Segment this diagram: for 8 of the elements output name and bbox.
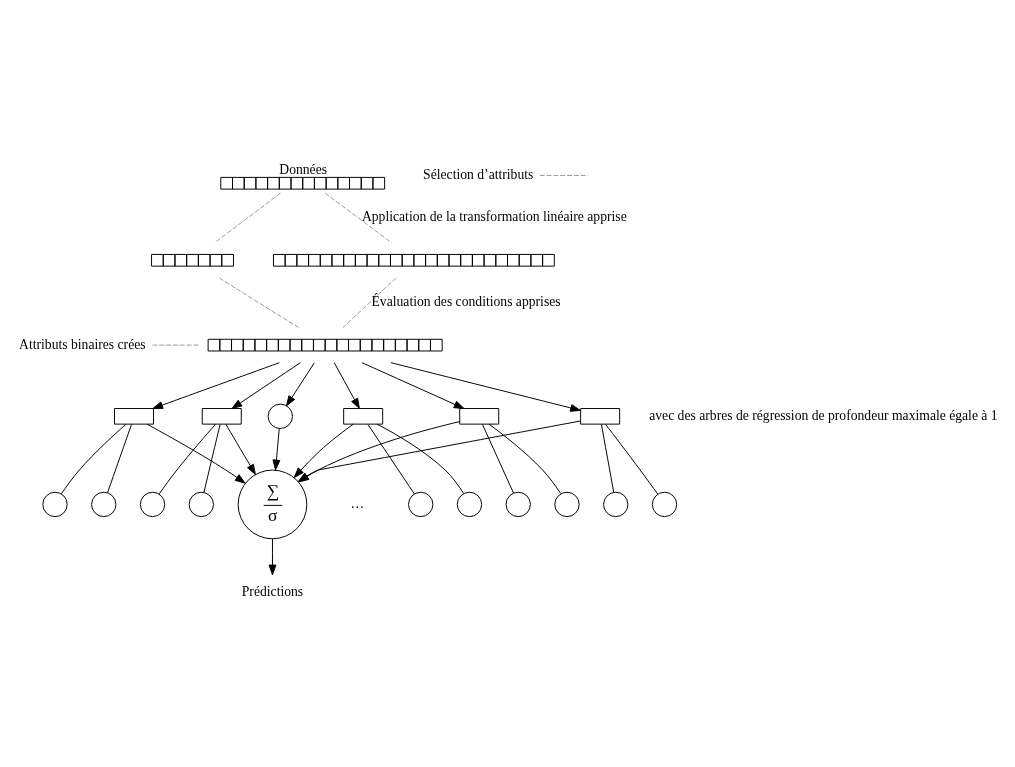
- node-text: Prédictions: [241, 583, 304, 599]
- edge-label: Évaluation des conditions apprises: [371, 293, 561, 309]
- node-text: Sélection d’attributs: [423, 166, 534, 182]
- node-label: Données: [279, 161, 328, 177]
- edge-label: Application de la transformation linéaire apprise: [361, 208, 627, 224]
- label: …: [350, 495, 365, 511]
- label: avec des arbres de régression de profondeur maximale égale à 1: [649, 407, 998, 423]
- node-text: Attributs binaires crées: [19, 336, 146, 352]
